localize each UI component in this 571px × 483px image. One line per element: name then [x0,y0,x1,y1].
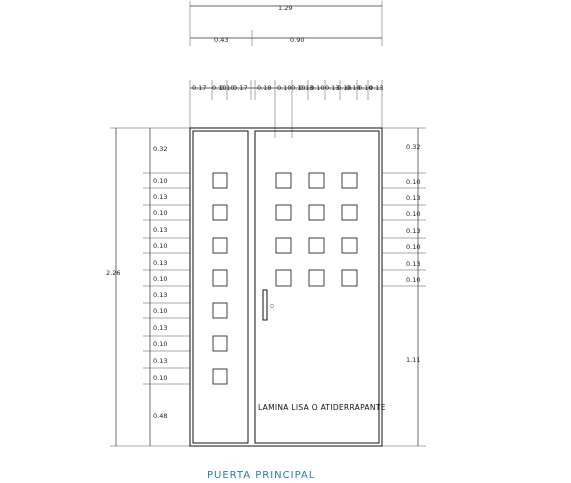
door-window [308,237,325,254]
column-dim-14: 0.13 [369,84,383,92]
left-dim-5: 0.13 [153,226,167,234]
side-panel-window [212,237,228,254]
door-leaf: LAMINA LISA O ATIDERRAPANTE [254,130,386,444]
side-panel-window [212,302,228,319]
material-note: LAMINA LISA O ATIDERRAPANTE [258,403,386,412]
column-dim-12: 0.10 [346,84,360,92]
right-dim-2: 0.10 [406,178,420,186]
side-panel [192,130,249,444]
door-window [341,269,358,287]
right-dim-1: 0.32 [406,143,420,151]
door-lock [270,304,274,308]
door-frame [189,127,383,447]
door-window [341,172,358,189]
left-dim-14: 0.10 [153,374,167,382]
door-handle [262,289,268,321]
right-vertical-dimensions: 0.32 0.10 0.13 0.10 0.13 0.10 0.13 0.10 … [382,127,426,447]
left-dim-9: 0.13 [153,291,167,299]
column-dim-8: 0.13 [299,84,313,92]
column-dim-9: 0.10 [310,84,324,92]
right-dim-7: 0.13 [406,260,420,268]
door-window [341,237,358,254]
top-dimensions: 1.29 0.43 0.90 0.17 0.10 0.10 0.17 0.1 [189,1,383,138]
overall-height-label: 2.26 [106,269,120,277]
left-dim-10: 0.10 [153,307,167,315]
left-dim-12: 0.10 [153,340,167,348]
left-dim-8: 0.10 [153,275,167,283]
door-window [308,269,325,287]
right-dim-6: 0.10 [406,243,420,251]
drawing-caption: PUERTA PRINCIPAL [207,470,315,481]
side-panel-window [212,368,228,385]
door-window [275,237,292,254]
door-window [308,204,325,221]
left-dim-4: 0.10 [153,209,167,217]
right-dim-9: 1.11 [406,356,420,364]
column-dim-10: 0.13 [325,84,339,92]
left-vertical-dimensions: 0.32 0.10 0.13 0.10 0.13 0.10 0.13 0.10 … [143,128,190,446]
door-window [275,269,292,287]
column-dim-5: 0.18 [257,84,271,92]
overall-width-label: 1.29 [278,4,292,12]
right-dim-4: 0.10 [406,210,420,218]
right-dim-3: 0.13 [406,194,420,202]
left-dim-2: 0.10 [153,177,167,185]
left-dim-6: 0.10 [153,242,167,250]
column-dim-4: 0.17 [233,84,247,92]
side-panel-window [212,269,228,287]
column-dim-6: 0.10 [277,84,291,92]
door-window [308,172,325,189]
right-dim-5: 0.13 [406,227,420,235]
door-window [275,204,292,221]
side-panel-window [212,204,228,221]
left-panel-width-label: 0.43 [214,36,228,44]
column-dim-11: 0.10 [337,84,351,92]
right-dim-8: 0.10 [406,276,420,284]
door-window [341,204,358,221]
left-dim-13: 0.13 [153,357,167,365]
door-width-label: 0.90 [290,36,304,44]
left-dim-11: 0.13 [153,324,167,332]
left-dim-1: 0.32 [153,145,167,153]
column-dim-7: 0.10 [291,84,305,92]
column-dim-2: 0.10 [212,84,226,92]
door-window [275,172,292,189]
overall-height-dimension: 2.26 [106,127,190,447]
column-dim-13: 0.10 [358,84,372,92]
column-dim-1: 0.17 [192,84,206,92]
left-dim-3: 0.13 [153,193,167,201]
left-dim-7: 0.13 [153,259,167,267]
side-panel-window [212,172,228,189]
side-panel-window [212,335,228,352]
left-dim-15: 0.48 [153,412,167,420]
column-dim-3: 0.10 [220,84,234,92]
